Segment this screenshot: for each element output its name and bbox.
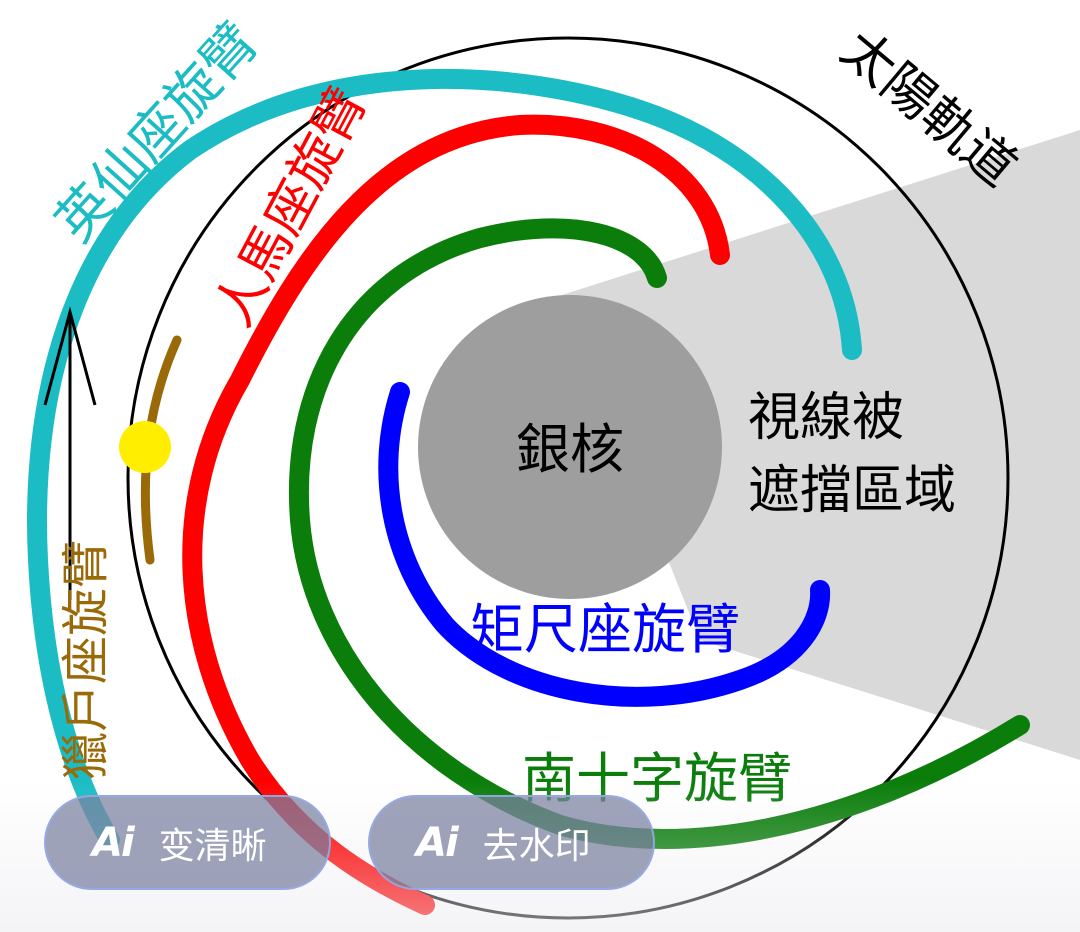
ai-icon: Ai	[416, 819, 459, 866]
orion-arm-label: 獵戶座旋臂	[58, 540, 114, 780]
norma-arm	[378, 382, 831, 707]
rotation-arrow-icon	[43, 306, 97, 600]
sun-orbit-label: 太陽軌道	[830, 19, 1028, 199]
remove-watermark-button[interactable]: Ai 去水印	[368, 795, 655, 890]
enhance-button[interactable]: Ai 变清晰	[44, 795, 331, 890]
obscured-region	[562, 130, 1080, 760]
core-label: 銀核	[516, 418, 624, 481]
enhance-button-label: 变清晰	[158, 825, 267, 867]
obscured-region-label-line2: 遮擋區域	[748, 461, 956, 521]
norma-arm-label: 矩尺座旋臂	[470, 598, 740, 661]
ai-icon: Ai	[92, 819, 135, 866]
perseus-arm	[27, 68, 862, 850]
galactic-core	[418, 295, 722, 599]
remove-watermark-button-label: 去水印	[482, 825, 591, 867]
sun-marker	[119, 421, 171, 473]
obscured-region-label-line1: 視線被	[748, 388, 904, 448]
